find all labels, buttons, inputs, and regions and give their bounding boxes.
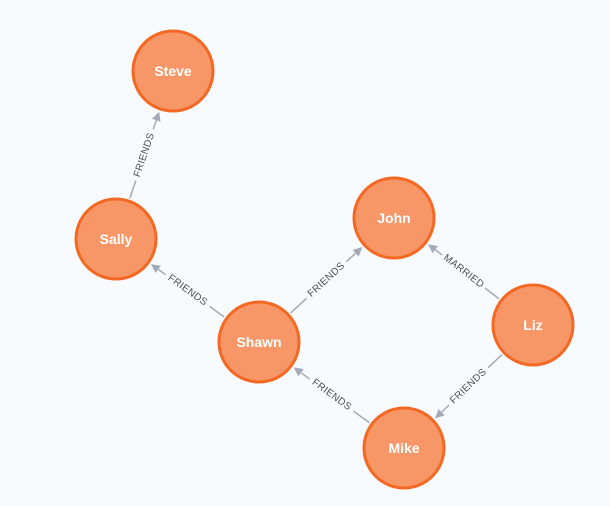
- node-steve[interactable]: Steve: [131, 29, 215, 113]
- relationship-line: [152, 120, 158, 130]
- relationship-label: FRIENDS: [310, 377, 354, 413]
- arrowhead-icon: [435, 408, 445, 419]
- relationship-sally-steve[interactable]: FRIENDS: [129, 111, 161, 199]
- relationship-label: FRIENDS: [306, 260, 347, 299]
- arrowhead-icon: [150, 264, 161, 274]
- node-circle[interactable]: [491, 283, 575, 367]
- relationship-line: [157, 268, 166, 276]
- arrowhead-icon: [352, 247, 363, 257]
- relationship-mike-shawn[interactable]: FRIENDS: [293, 367, 370, 424]
- relationships-layer: FRIENDS FRIENDS FRIENDS MARRIED FRIENDS FRIEN…: [129, 111, 503, 424]
- relationship-line: [352, 410, 370, 424]
- relationship-line: [209, 305, 225, 318]
- relationship-shawn-sally[interactable]: FRIENDS: [150, 264, 225, 318]
- node-circle[interactable]: [74, 197, 158, 281]
- relationship-shawn-john[interactable]: FRIENDS: [290, 247, 363, 314]
- relationship-line: [345, 252, 357, 263]
- relationship-line: [441, 404, 450, 413]
- arrowhead-icon: [293, 367, 304, 377]
- node-circle[interactable]: [131, 29, 215, 113]
- relationship-line: [300, 372, 311, 380]
- relationship-label: FRIENDS: [132, 131, 157, 178]
- node-mike[interactable]: Mike: [362, 406, 446, 490]
- node-john[interactable]: John: [352, 176, 436, 260]
- relationship-line: [434, 249, 443, 256]
- arrowhead-icon: [428, 244, 438, 254]
- node-liz[interactable]: Liz: [491, 283, 575, 367]
- node-circle[interactable]: [362, 406, 446, 490]
- relationship-liz-mike[interactable]: FRIENDS: [435, 354, 503, 419]
- relationship-label: MARRIED: [441, 252, 486, 290]
- relationship-line: [290, 297, 308, 314]
- node-circle[interactable]: [352, 176, 436, 260]
- node-shawn[interactable]: Shawn: [217, 300, 301, 384]
- relationship-label: FRIENDS: [166, 273, 210, 309]
- relationship-line: [487, 354, 503, 369]
- arrowhead-icon: [152, 111, 161, 122]
- relationship-label: FRIENDS: [448, 367, 489, 407]
- relationship-liz-john[interactable]: MARRIED: [428, 244, 500, 300]
- node-sally[interactable]: Sally: [74, 197, 158, 281]
- node-circle[interactable]: [217, 300, 301, 384]
- relationship-line: [129, 180, 137, 199]
- relationship-line: [484, 287, 500, 300]
